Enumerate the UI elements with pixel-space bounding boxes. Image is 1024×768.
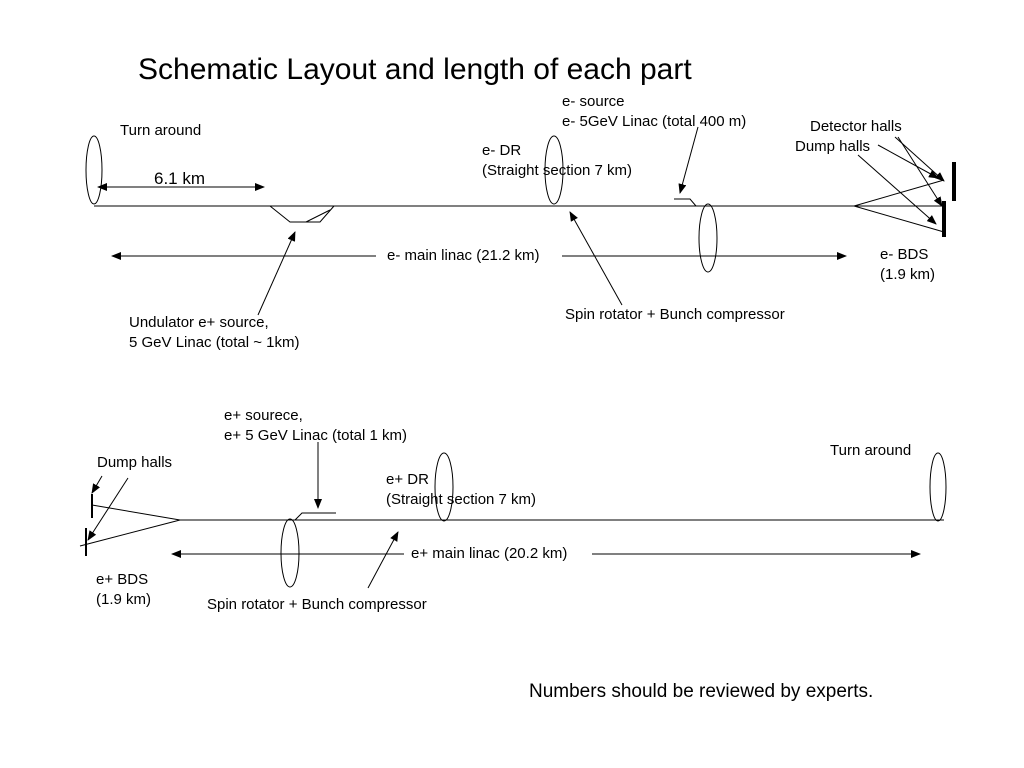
undulator-label-line2: 5 GeV Linac (total ~ 1km): [129, 334, 300, 351]
page-title: Schematic Layout and length of each part: [138, 53, 692, 86]
p-dr-label-line2: (Straight section 7 km): [386, 491, 537, 508]
e-spin-rotator-pointer-arrow: [569, 211, 623, 306]
p-dump-halls-arrow-1: [91, 475, 103, 494]
p-turn-around-label: Turn around: [830, 442, 912, 459]
p-damping-ring: [434, 452, 454, 522]
detector-halls-arrow-2: [897, 136, 943, 207]
undulator-bypass-inner: [305, 209, 331, 223]
p-turnaround-ring: [929, 452, 947, 522]
e-source-linac-marker: [674, 198, 697, 207]
e-source-label-line1: e- source: [562, 93, 625, 110]
p-spin-rotator-label: Spin rotator + Bunch compressor: [207, 596, 427, 613]
e-turn-around-length-label: 6.1 km: [154, 169, 206, 188]
p-linac-label-mask: [404, 544, 592, 564]
e-linac-label-mask: [376, 246, 562, 266]
e-bds-label-line1: e- BDS: [880, 246, 929, 263]
e-main-linac-label: e- main linac (21.2 km): [387, 247, 540, 264]
e-spin-rotator-ring: [698, 203, 718, 273]
p-main-linac-label: e+ main linac (20.2 km): [411, 545, 568, 562]
dump-halls-arrow-1: [857, 154, 937, 225]
e-turn-around-label: Turn around: [120, 122, 202, 139]
e-spin-rotator-label: Spin rotator + Bunch compressor: [565, 306, 785, 323]
footnote: Numbers should be reviewed by experts.: [529, 681, 874, 702]
undulator-bypass: [269, 205, 335, 223]
e-damping-ring: [544, 135, 564, 205]
undulator-pointer-arrow: [257, 231, 296, 316]
e-turnaround-ring: [85, 135, 103, 205]
p-dump-halls-arrow-2: [87, 477, 129, 541]
dump-halls-arrow-2: [877, 144, 939, 179]
p-spin-rotator-ring: [280, 518, 300, 588]
p-bds-fan: [79, 504, 181, 547]
p-spin-rotator-pointer-arrow: [367, 531, 399, 589]
p-dump-halls-label: Dump halls: [97, 454, 173, 471]
e-source-label-line2: e- 5GeV Linac (total 400 m): [562, 113, 747, 130]
e-bds-label-line2: (1.9 km): [880, 266, 936, 283]
e-source-pointer-arrow: [678, 126, 699, 194]
p-source-label-line2: e+ 5 GeV Linac (total 1 km): [224, 427, 408, 444]
p-dr-label-line1: e+ DR: [386, 471, 429, 488]
p-source-label-line1: e+ sourece,: [224, 407, 303, 424]
e-dr-label-line1: e- DR: [482, 142, 522, 159]
p-bds-label-line1: e+ BDS: [96, 571, 149, 588]
e-bds-fan: [852, 179, 945, 233]
p-bds-label-line2: (1.9 km): [96, 591, 152, 608]
e-dump-halls-label: Dump halls: [795, 138, 871, 155]
undulator-label-line1: Undulator e+ source,: [129, 314, 269, 331]
detector-halls-label: Detector halls: [810, 118, 902, 135]
e-dr-label-line2: (Straight section 7 km): [482, 162, 633, 179]
p-source-linac-marker: [294, 512, 336, 521]
